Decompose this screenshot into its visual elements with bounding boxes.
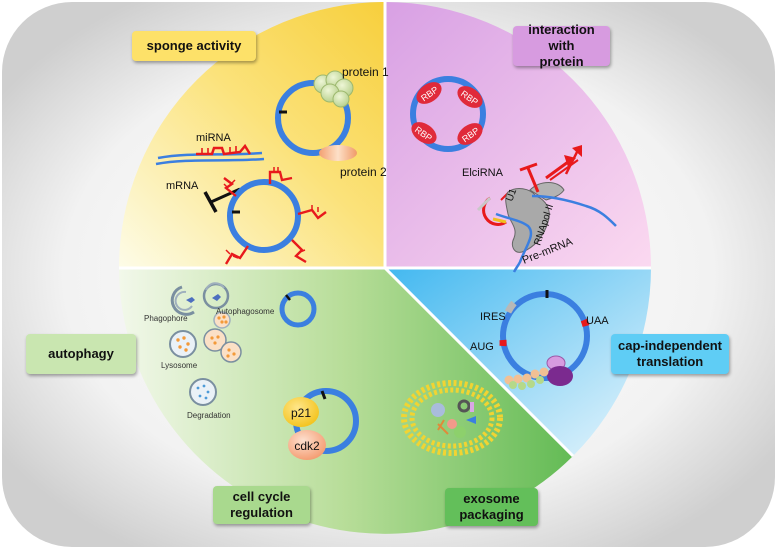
p21-label: p21: [291, 406, 311, 420]
uaa-label: UAA: [586, 315, 609, 327]
sponge-circrna: [223, 167, 327, 265]
interaction-label-line2: protein: [539, 54, 584, 69]
cellcycle-label-line1: cell cycle: [232, 489, 291, 504]
exosome-packaging-label: exosome packaging: [445, 488, 538, 526]
interaction-with-protein-label: interaction with protein: [513, 22, 610, 69]
interaction-label-line1: interaction with: [528, 22, 595, 53]
translation-circrna: [499, 290, 590, 390]
mirna-mrna-pair: [155, 143, 265, 166]
cell-cycle-regulation-label: cell cycle regulation: [213, 486, 310, 524]
cellcycle-circrna: [283, 388, 359, 460]
phagophore-label: Phagophore: [144, 314, 188, 323]
mirna-label: miRNA: [196, 132, 231, 144]
cdk2-label: cdk2: [294, 439, 320, 453]
exosome-label-line1: exosome: [463, 491, 520, 506]
inhibition-symbol: [203, 187, 241, 213]
lysosome-label: Lysosome: [161, 361, 198, 370]
protein2-shape: [319, 145, 357, 161]
elcirna-label: ElciRNA: [462, 167, 504, 179]
autophagy-label: autophagy: [26, 334, 136, 374]
autophagy-icons: [169, 282, 242, 406]
mrna-label: mRNA: [166, 180, 199, 192]
cellcycle-label-line2: regulation: [230, 505, 293, 520]
protein-binding-circrna: [275, 70, 357, 161]
degradation-label: Degradation: [187, 411, 231, 420]
u1-label: U1: [504, 187, 519, 203]
translation-label-line1: cap-independent: [617, 338, 722, 353]
transcription-complex: [476, 145, 617, 273]
protein2-label: protein 2: [340, 165, 387, 179]
translation-label-line2: translation: [636, 354, 704, 369]
autophagy-text: autophagy: [48, 346, 114, 361]
rbp-circrna: RBP RBP RBP RBP: [410, 76, 486, 152]
sponge-activity-label: sponge activity: [132, 31, 256, 61]
sponge-activity-text: sponge activity: [146, 38, 242, 53]
aug-label: AUG: [470, 341, 494, 353]
cdk2-shape: [288, 430, 326, 460]
p21-shape: [283, 397, 319, 427]
sector-interaction-with-protein: [385, 2, 651, 268]
autophagy-circrna: [279, 290, 317, 328]
ires-label: IRES: [480, 311, 506, 323]
autophagosome-label: Autophagosome: [216, 307, 275, 316]
exosome-label-line2: packaging: [459, 507, 524, 522]
exosome-vesicle: [401, 380, 503, 456]
protein1-label: protein 1: [342, 65, 389, 79]
cap-independent-translation-label: cap-independent translation: [611, 334, 729, 374]
protein1-cluster: [313, 70, 354, 108]
sector-sponge-activity: [119, 2, 385, 268]
